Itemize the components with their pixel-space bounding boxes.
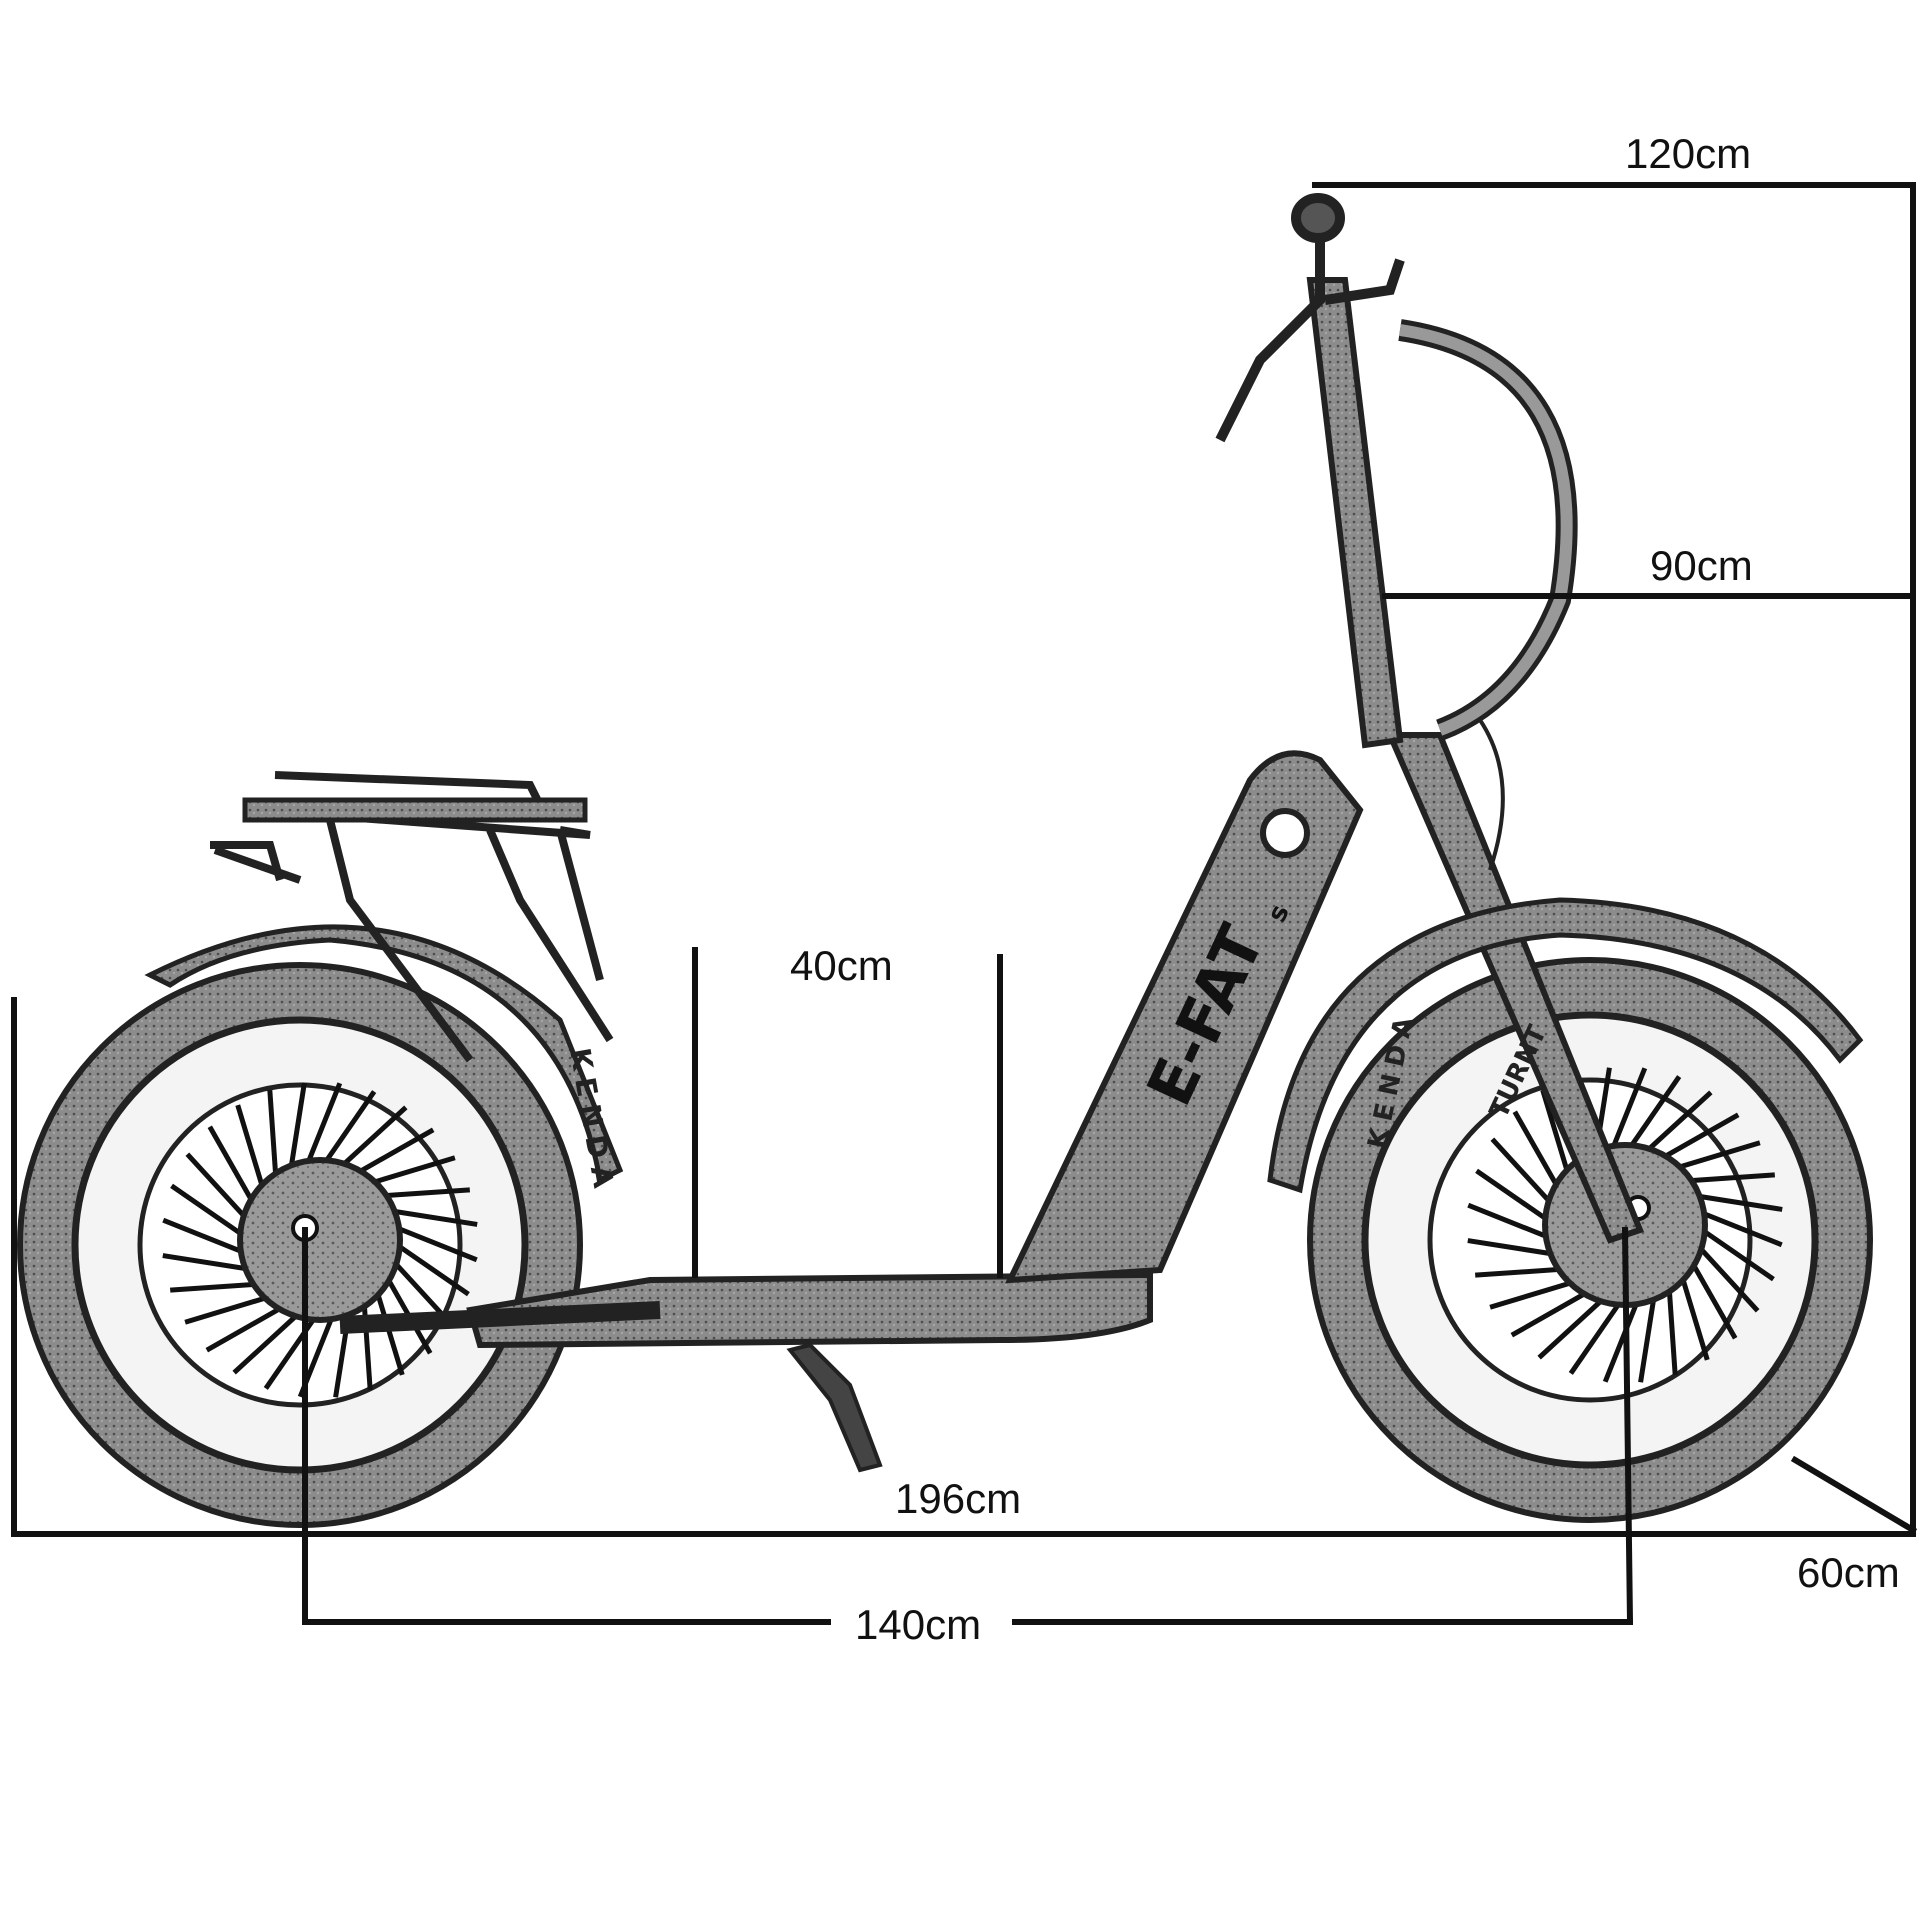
rear-rack bbox=[210, 771, 614, 1063]
wheel-spoke bbox=[1685, 1254, 1738, 1340]
scooter-illustration: E-FAT s KENDA KENDA TURNT bbox=[17, 193, 1873, 1528]
kickstand bbox=[786, 1342, 883, 1473]
wheel-spoke bbox=[388, 1237, 470, 1297]
wheel-spoke bbox=[382, 1207, 478, 1227]
wheel-spoke bbox=[1692, 1207, 1783, 1248]
wheel-spoke bbox=[1622, 1075, 1682, 1157]
wheel-spoke bbox=[1467, 1238, 1563, 1258]
wheel-spoke bbox=[162, 1253, 258, 1273]
width-label: 60cm bbox=[1797, 1549, 1900, 1596]
deck bbox=[466, 1271, 1153, 1349]
wheel-spoke bbox=[387, 1222, 478, 1263]
wheel-spoke bbox=[232, 1306, 307, 1375]
wheel-spoke bbox=[267, 1090, 279, 1186]
wheel-spoke bbox=[1489, 1277, 1583, 1310]
wheel-spoke bbox=[205, 1300, 291, 1353]
wheel-spoke bbox=[170, 1183, 252, 1243]
wheel-spoke bbox=[1679, 1172, 1775, 1184]
rear-wheel bbox=[17, 962, 583, 1528]
rear-fender bbox=[144, 924, 624, 1184]
wheel-spoke bbox=[235, 1104, 268, 1198]
wheel-spoke bbox=[317, 1090, 377, 1172]
wheel-spoke bbox=[287, 1082, 307, 1178]
handlebar-height-label: 90cm bbox=[1650, 542, 1753, 589]
wheel-spoke bbox=[1510, 1285, 1596, 1338]
wheel-spoke bbox=[1654, 1112, 1740, 1165]
wheel-spoke bbox=[1691, 1238, 1760, 1313]
wheelbase-label: 140cm bbox=[855, 1601, 982, 1648]
handlebar bbox=[1215, 193, 1405, 443]
wheel-spoke bbox=[362, 1155, 456, 1188]
wheel-spoke bbox=[1666, 1279, 1678, 1375]
wheel-spoke bbox=[1467, 1202, 1558, 1243]
wheel-spoke bbox=[1475, 1266, 1571, 1278]
brake-cable bbox=[1398, 319, 1578, 741]
deck-length-label: 40cm bbox=[790, 942, 893, 989]
wheel-spoke bbox=[1638, 1090, 1713, 1159]
dimension-lines bbox=[11, 182, 1918, 1626]
wheel-spoke bbox=[1677, 1267, 1710, 1361]
wheel-spoke bbox=[349, 1127, 435, 1180]
width-diagonal-line bbox=[1790, 1455, 1918, 1535]
wheel-spoke bbox=[1475, 1168, 1557, 1228]
wheelbase-right-line bbox=[1621, 1226, 1634, 1626]
wheel-spoke bbox=[1667, 1140, 1761, 1173]
wheel-spoke bbox=[170, 1281, 266, 1293]
wheel-spoke bbox=[374, 1187, 470, 1199]
wheel-spoke bbox=[1537, 1291, 1612, 1360]
wheel-spoke bbox=[184, 1292, 278, 1325]
steering-stem bbox=[1306, 277, 1404, 749]
wheel-spoke bbox=[361, 1294, 373, 1390]
fork bbox=[1385, 732, 1644, 1244]
wheel-spoke bbox=[263, 1308, 323, 1390]
wheel-spoke bbox=[1512, 1110, 1565, 1196]
wheel-spoke bbox=[162, 1217, 253, 1258]
wheel-spoke bbox=[1490, 1137, 1559, 1212]
wheel-spoke bbox=[1693, 1222, 1775, 1282]
wheel-spoke bbox=[302, 1082, 343, 1173]
wheel-spoke bbox=[207, 1125, 260, 1211]
wheel-spoke bbox=[380, 1269, 433, 1355]
front-wheel bbox=[1307, 957, 1873, 1523]
wheel-spoke bbox=[1607, 1067, 1648, 1158]
down-tube bbox=[1005, 750, 1364, 1284]
front-fender bbox=[1267, 897, 1864, 1194]
wheel-spoke bbox=[333, 1105, 408, 1174]
overall-height-label: 120cm bbox=[1625, 130, 1752, 177]
wheel-spoke bbox=[185, 1152, 254, 1227]
wheel-spoke bbox=[1687, 1192, 1783, 1212]
overall-length-label: 196cm bbox=[895, 1475, 1022, 1522]
wheel-spoke bbox=[1540, 1089, 1573, 1183]
wheel-spoke bbox=[1602, 1292, 1643, 1383]
wheel-spoke bbox=[1638, 1287, 1658, 1383]
wheel-spoke bbox=[1568, 1293, 1628, 1375]
